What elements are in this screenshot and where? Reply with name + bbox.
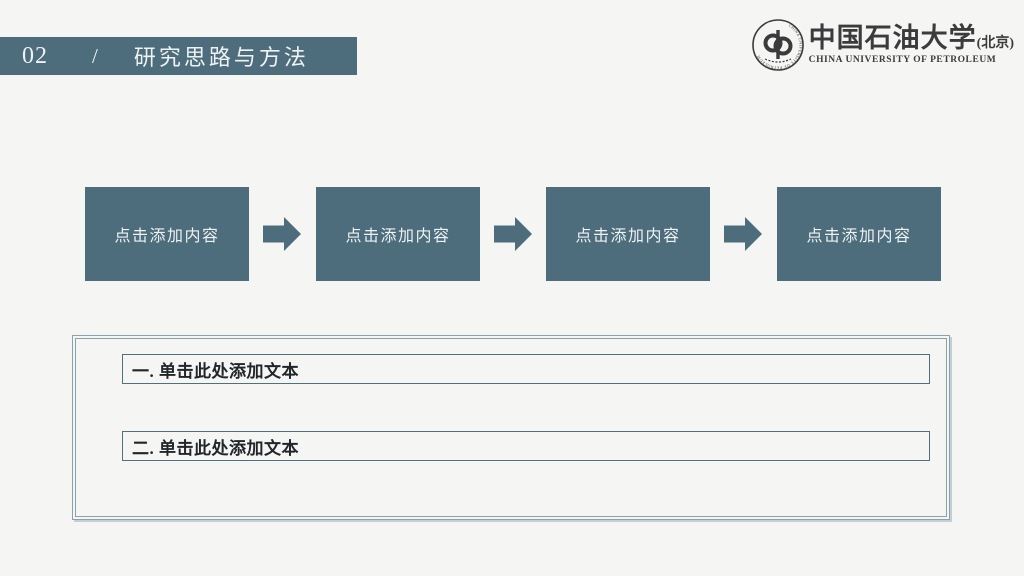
university-name-suffix: (北京) [976, 36, 1014, 51]
university-logo: CHINA UNIVERSITY OF PETROLEUM 中国石油大学(北京)… [751, 18, 1014, 72]
university-seal-icon: CHINA UNIVERSITY OF PETROLEUM [751, 19, 804, 71]
arrow-right-icon [263, 217, 301, 251]
university-name-block: 中国石油大学(北京) CHINA UNIVERSITY OF PETROLEUM [808, 23, 1014, 66]
flow-step-4-label: 点击添加内容 [806, 228, 912, 245]
section-number: 02 [22, 42, 48, 69]
flow-step-3-label: 点击添加内容 [575, 228, 681, 245]
section-header-bar: 02 / 研究思路与方法 [0, 37, 357, 75]
note-text-box-2[interactable]: 二. 单击此处添加文本 [122, 431, 930, 461]
flow-step-2[interactable]: 点击添加内容 [316, 187, 480, 281]
section-separator: / [92, 43, 98, 68]
flow-step-2-label: 点击添加内容 [345, 228, 451, 245]
notes-panel-inner-border [75, 338, 947, 517]
flow-step-1-label: 点击添加内容 [114, 228, 220, 245]
arrow-right-icon [724, 217, 762, 251]
arrow-right-icon [494, 217, 532, 251]
notes-panel: 一. 单击此处添加文本 二. 单击此处添加文本 [72, 335, 950, 520]
note-text-box-1[interactable]: 一. 单击此处添加文本 [122, 354, 930, 384]
note-text-2: 二. 单击此处添加文本 [132, 438, 299, 458]
flow-step-3[interactable]: 点击添加内容 [546, 187, 710, 281]
note-text-1: 一. 单击此处添加文本 [132, 361, 299, 381]
university-name-en: CHINA UNIVERSITY OF PETROLEUM [808, 55, 997, 65]
section-title: 研究思路与方法 [133, 45, 309, 70]
flow-step-4[interactable]: 点击添加内容 [777, 187, 941, 281]
university-name-zh: 中国石油大学(北京) [808, 23, 1014, 53]
flow-step-1[interactable]: 点击添加内容 [85, 187, 249, 281]
